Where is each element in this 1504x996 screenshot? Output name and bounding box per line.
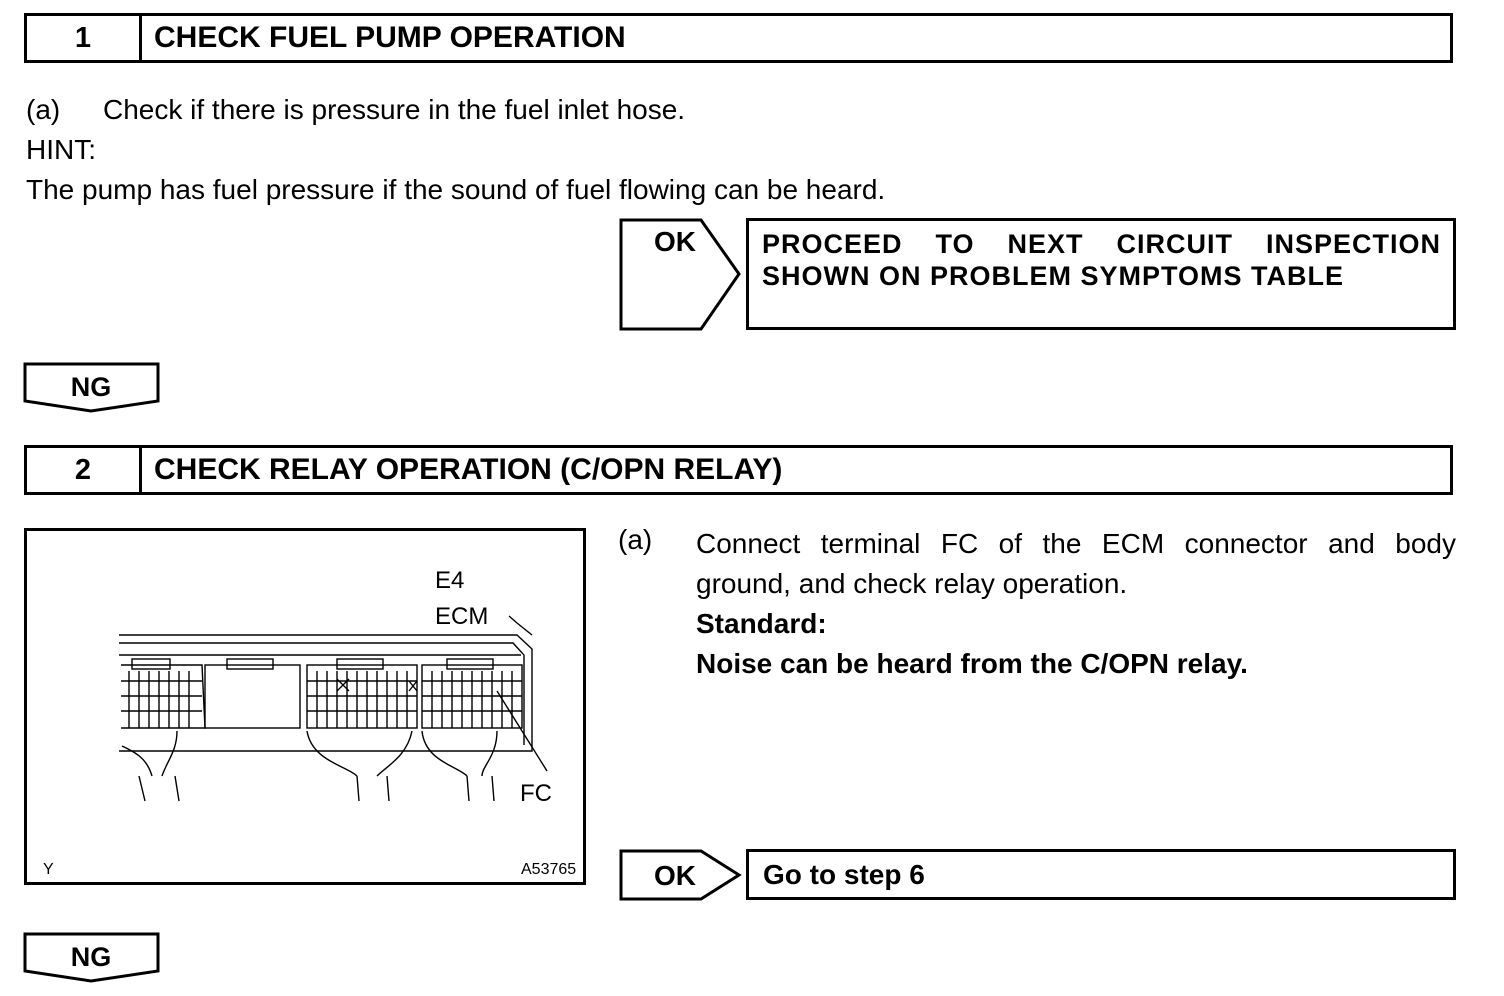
step-2-header: 2 CHECK RELAY OPERATION (C/OPN RELAY): [24, 445, 1453, 495]
ecm-connector-figure: E4 ECM FC Y A53765: [24, 528, 586, 885]
step-1-item-a-text: Check if there is pressure in the fuel i…: [103, 94, 686, 125]
step-2-title: CHECK RELAY OPERATION (C/OPN RELAY): [154, 453, 783, 486]
step-1-ng-arrow: NG: [23, 362, 160, 413]
step-2-ng-label: NG: [71, 942, 112, 972]
step-2-ok-label: OK: [654, 860, 696, 891]
figure-id: A53765: [521, 861, 577, 878]
step-1-item-a-label: (a): [26, 94, 61, 125]
step-2-number: 2: [27, 448, 142, 492]
step-2-standard-label: Standard:: [696, 608, 827, 639]
step-2-ok-arrow: OK: [619, 849, 742, 901]
step-1-ok-arrow: OK: [619, 218, 741, 331]
ecm-label: ECM: [435, 603, 489, 630]
step-2-ng-arrow: NG: [23, 932, 160, 983]
step-1-ok-result-line1: PROCEED TO NEXT CIRCUIT INSPECTION: [762, 229, 1441, 259]
step-1-ng-label: NG: [71, 372, 112, 402]
figure-corner-label: Y: [43, 861, 54, 878]
terminal-fc-label: FC: [520, 780, 552, 807]
step-1-header: 1 CHECK FUEL PUMP OPERATION: [24, 13, 1453, 63]
step-1-ok-result-line2: SHOWN ON PROBLEM SYMPTOMS TABLE: [762, 261, 1345, 291]
step-2-standard-text: Noise can be heard from the C/OPN relay.: [696, 648, 1248, 679]
step-1-ok-label: OK: [654, 226, 696, 257]
step-2-ok-result: Go to step 6: [746, 849, 1456, 900]
step-1-ok-result: PROCEED TO NEXT CIRCUIT INSPECTION SHOWN…: [746, 218, 1456, 330]
step-2-item-a-label: (a): [618, 524, 653, 555]
step-2-item-a-body: Connect terminal FC of the ECM connector…: [696, 524, 1456, 684]
step-1-hint-text: The pump has fuel pressure if the sound …: [26, 174, 886, 205]
connector-e4-label: E4: [435, 567, 465, 594]
step-1-hint-label: HINT:: [26, 134, 96, 165]
ecm-connector-drawing: [119, 615, 548, 802]
step-2-ok-result-text: Go to step 6: [763, 858, 925, 890]
step-1-number: 1: [27, 16, 142, 60]
step-2-item-a-line1: Connect terminal FC of the ECM connector…: [696, 528, 1456, 559]
step-1-title: CHECK FUEL PUMP OPERATION: [154, 21, 626, 54]
step-2-item-a-line2: ground, and check relay operation.: [696, 568, 1128, 599]
